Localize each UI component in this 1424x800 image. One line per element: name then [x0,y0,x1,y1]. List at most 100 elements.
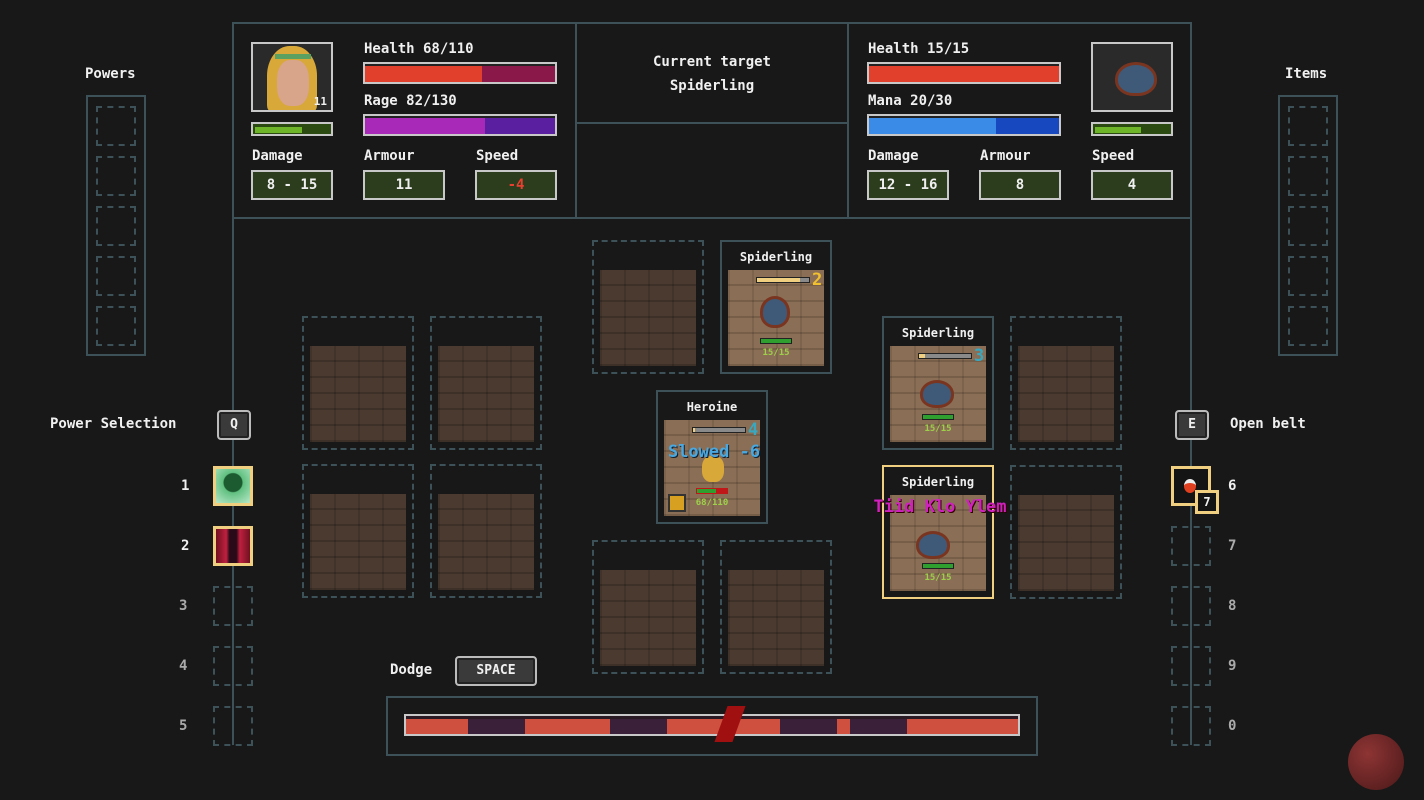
divider [575,22,577,219]
buff-icon [668,494,686,512]
belt-slot-7[interactable] [1171,526,1211,566]
current-target-title: Current target [652,54,771,70]
items-title: Items [1285,66,1328,82]
items-panel [1278,95,1338,356]
player-speed-label: Speed [476,148,519,164]
player-card-heroine[interactable]: Heroine 4 68/110 Slowed -6 [656,390,768,524]
divider [576,122,848,124]
enemy-armour-value: 8 [979,170,1061,200]
belt-slot-6-potion[interactable] [1171,466,1211,506]
grid-cell-empty[interactable] [302,316,414,450]
power-slot[interactable] [96,106,136,146]
enemy-health-bar [867,62,1061,84]
player-health-label: Health 68/110 [364,41,474,57]
item-slot[interactable] [1288,156,1328,196]
power-slot[interactable] [96,156,136,196]
slot-number: 1 [181,478,190,494]
slot-number: 5 [179,718,188,734]
enemy-xp-bar [1091,122,1173,136]
stats-panel [232,22,1192,219]
turn-bar [918,353,972,359]
power-slot[interactable] [96,256,136,296]
health-text: 68/110 [695,498,729,508]
grid-cell-empty[interactable] [592,240,704,374]
turn-bar [756,277,810,283]
power-slot[interactable] [96,206,136,246]
card-name: Heroine [686,400,738,414]
player-armour-value: 11 [363,170,445,200]
slot-number: 6 [1228,478,1237,494]
turn-number: 4 [748,420,759,440]
slot-number: 8 [1228,598,1237,614]
enemy-health-label: Health 15/15 [868,41,970,57]
shout-effect-text: Tiid Klo Ylem [873,497,1007,517]
potion-count: 7 [1195,490,1219,514]
health-text: 15/15 [762,348,790,358]
enemy-card-spiderling[interactable]: Spiderling 2 15/15 [720,240,832,374]
slot-number: 0 [1228,718,1237,734]
card-name: Spiderling [739,250,813,264]
slot-number: 7 [1228,538,1237,554]
player-rage-label: Rage 82/130 [364,93,457,109]
enemy-mana-bar [867,114,1061,136]
health-bar [696,488,728,494]
power-slot-5[interactable] [213,706,253,746]
slot-number: 2 [181,538,190,554]
card-name: Spiderling [901,326,975,340]
item-slot[interactable] [1288,306,1328,346]
player-damage-value: 8 - 15 [251,170,333,200]
health-potion-icon [1184,479,1196,493]
heroine-portrait[interactable]: 11 [251,42,333,112]
player-speed-value: -4 [475,170,557,200]
status-effect-text: Slowed -6 [667,442,761,462]
enemy-card-spiderling[interactable]: Spiderling 3 15/15 [882,316,994,450]
slot-number: 3 [179,598,188,614]
grid-cell-empty[interactable] [1010,465,1122,599]
enemy-card-spiderling-selected[interactable]: Spiderling 15/15 Tiid Klo Ylem [873,465,1007,599]
divider [847,22,849,219]
player-health-bar [363,62,557,84]
grid-cell-empty[interactable] [1010,316,1122,450]
health-bar [922,563,954,569]
spiderling-sprite [760,296,790,328]
power-selection-key[interactable]: Q [217,410,251,440]
grid-cell-empty[interactable] [302,464,414,598]
grid-cell-empty[interactable] [430,464,542,598]
power-slot-4[interactable] [213,646,253,686]
open-belt-label: Open belt [1230,416,1306,432]
power-slot-2-rage-icon[interactable] [213,526,253,566]
turn-number: 2 [812,270,823,290]
spiderling-portrait[interactable] [1091,42,1173,112]
playground-logo [1348,734,1404,790]
health-text: 15/15 [924,573,952,583]
item-slot[interactable] [1288,206,1328,246]
health-bar [760,338,792,344]
spiderling-sprite [916,531,950,559]
power-slot-1-meditate-icon[interactable] [213,466,253,506]
enemy-damage-value: 12 - 16 [867,170,949,200]
enemy-damage-label: Damage [868,148,919,164]
item-slot[interactable] [1288,256,1328,296]
heroine-sprite [702,456,724,482]
dodge-panel [386,696,1038,756]
item-slot[interactable] [1288,106,1328,146]
grid-cell-empty[interactable] [430,316,542,450]
turn-number: 3 [974,346,985,366]
belt-slot-9[interactable] [1171,646,1211,686]
slot-number: 4 [179,658,188,674]
health-bar [922,414,954,420]
power-slot[interactable] [96,306,136,346]
grid-cell-empty[interactable] [592,540,704,674]
enemy-speed-value: 4 [1091,170,1173,200]
dodge-key[interactable]: SPACE [455,656,537,686]
dodge-label: Dodge [390,662,433,678]
dodge-timing-bar[interactable] [404,714,1020,736]
belt-slot-0[interactable] [1171,706,1211,746]
turn-bar [692,427,746,433]
powers-title: Powers [85,66,136,82]
grid-cell-empty[interactable] [720,540,832,674]
player-rage-bar [363,114,557,136]
open-belt-key[interactable]: E [1175,410,1209,440]
power-slot-3[interactable] [213,586,253,626]
belt-slot-8[interactable] [1171,586,1211,626]
